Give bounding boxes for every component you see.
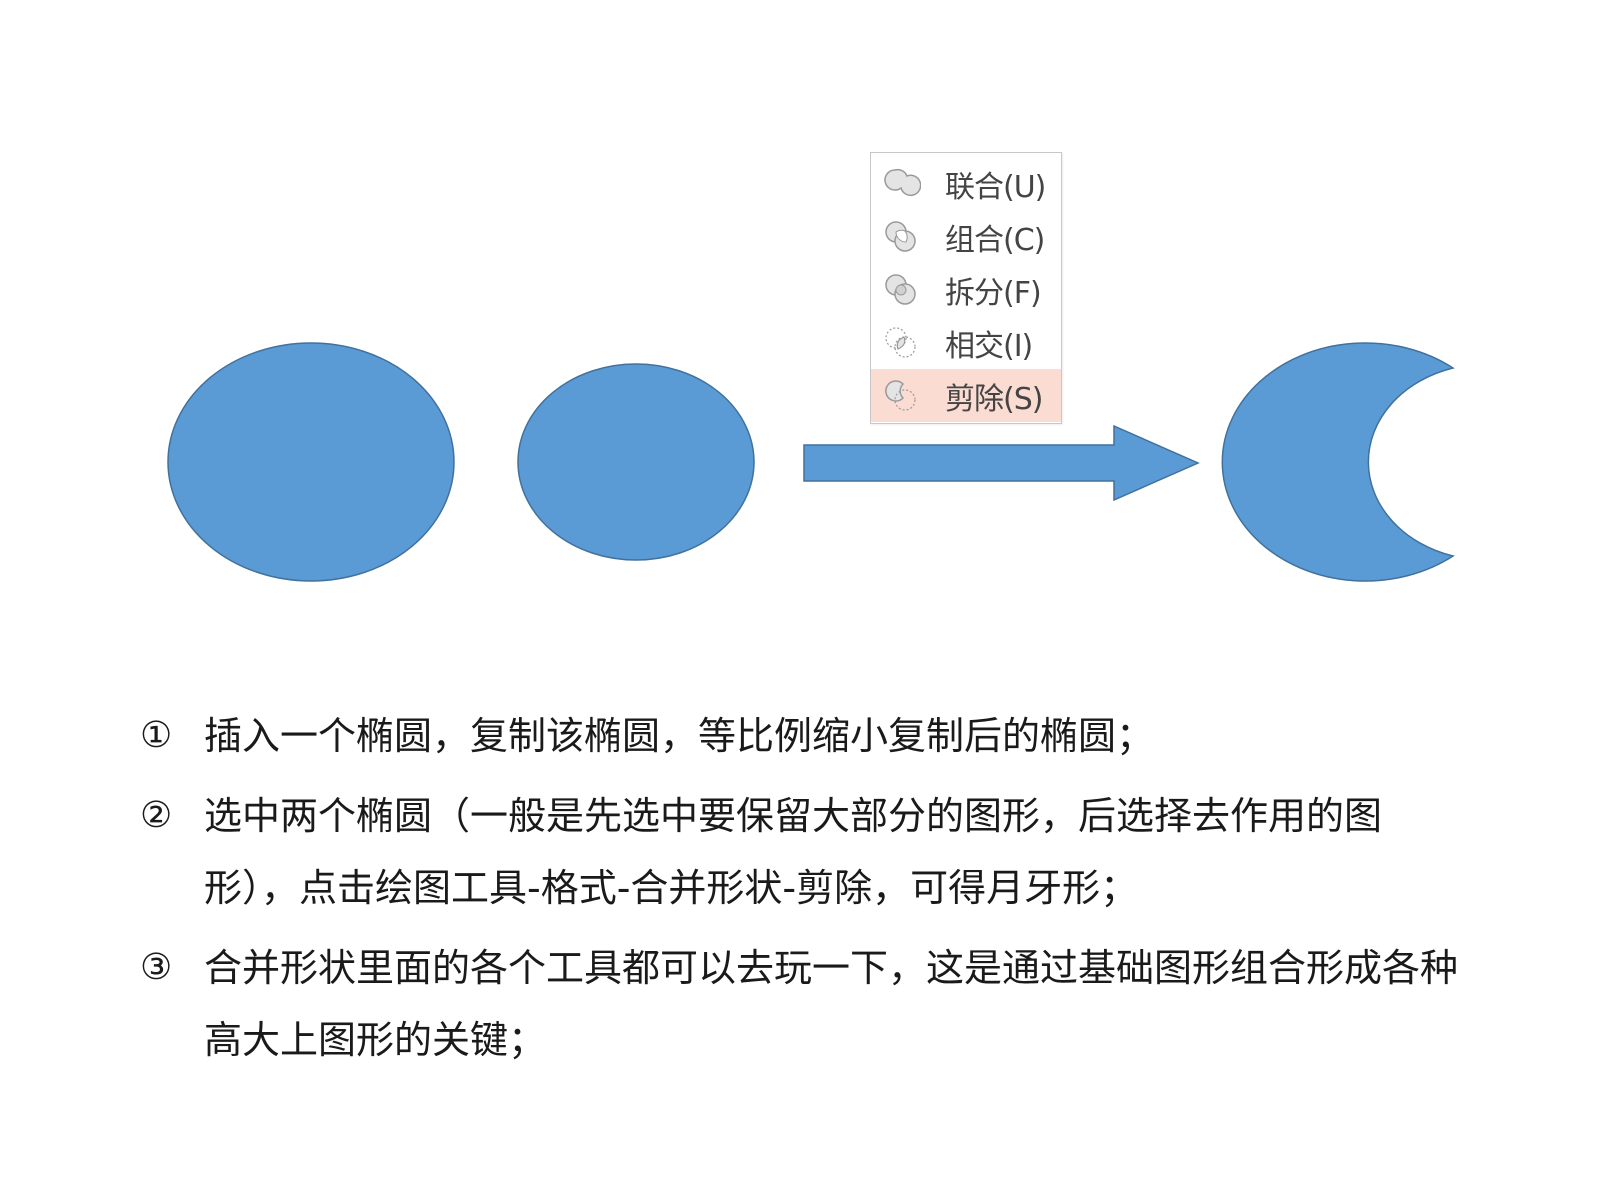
menu-item-label: 相交(I) — [945, 328, 1033, 364]
step-text: 插入一个椭圆，复制该椭圆，等比例缩小复制后的椭圆； — [204, 714, 1155, 758]
step-text: 选中两个椭圆（一般是先选中要保留大部分的图形，后选择去作用的图形），点击绘图工具… — [204, 794, 1383, 910]
step-item: ① 插入一个椭圆，复制该椭圆，等比例缩小复制后的椭圆； — [140, 700, 1520, 772]
crescent-result[interactable] — [1221, 342, 1455, 582]
menu-item-label: 联合(U) — [945, 169, 1046, 205]
step-text: 合并形状里面的各个工具都可以去玩一下，这是通过基础图形组合形成各种高大上图形的关… — [204, 946, 1459, 1062]
combine-icon — [881, 217, 921, 257]
union-icon — [881, 164, 921, 204]
menu-item-fragment[interactable]: 拆分(F) — [871, 263, 1061, 316]
large-ellipse[interactable] — [167, 342, 455, 582]
step-number: ③ — [140, 947, 173, 988]
right-arrow — [803, 424, 1200, 502]
menu-item-label: 剪除(S) — [945, 381, 1043, 417]
step-number: ① — [140, 715, 173, 756]
small-ellipse[interactable] — [517, 363, 755, 561]
step-item: ② 选中两个椭圆（一般是先选中要保留大部分的图形，后选择去作用的图形），点击绘图… — [140, 780, 1520, 924]
menu-item-label: 拆分(F) — [945, 275, 1042, 311]
menu-item-label: 组合(C) — [945, 222, 1045, 258]
menu-item-intersect[interactable]: 相交(I) — [871, 316, 1061, 369]
merge-shapes-menu: 联合(U) 组合(C) 拆分(F) — [870, 152, 1062, 424]
step-item: ③ 合并形状里面的各个工具都可以去玩一下，这是通过基础图形组合形成各种高大上图形… — [140, 932, 1520, 1076]
subtract-icon — [881, 376, 921, 416]
menu-item-subtract[interactable]: 剪除(S) — [871, 369, 1061, 422]
menu-item-combine[interactable]: 组合(C) — [871, 210, 1061, 263]
intersect-icon — [881, 323, 921, 363]
instruction-list: ① 插入一个椭圆，复制该椭圆，等比例缩小复制后的椭圆； ② 选中两个椭圆（一般是… — [140, 700, 1520, 1084]
menu-item-union[interactable]: 联合(U) — [871, 157, 1061, 210]
fragment-icon — [881, 270, 921, 310]
step-number: ② — [140, 795, 173, 836]
